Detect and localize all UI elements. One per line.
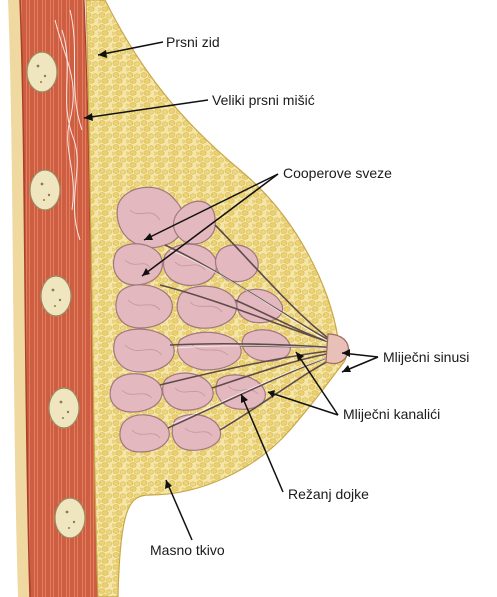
label-breast-lobe: Režanj dojke	[288, 486, 369, 502]
label-chest-wall: Prsni zid	[166, 34, 220, 50]
label-milk-ducts: Mliječni kanalići	[343, 406, 440, 422]
label-cooper-ligaments: Cooperove sveze	[283, 165, 392, 181]
nipple	[326, 334, 348, 364]
label-pectoralis-major: Veliki prsni mišić	[212, 92, 315, 108]
label-milk-sinuses: Mliječni sinusi	[383, 349, 469, 365]
label-fat-tissue: Masno tkivo	[150, 542, 225, 558]
